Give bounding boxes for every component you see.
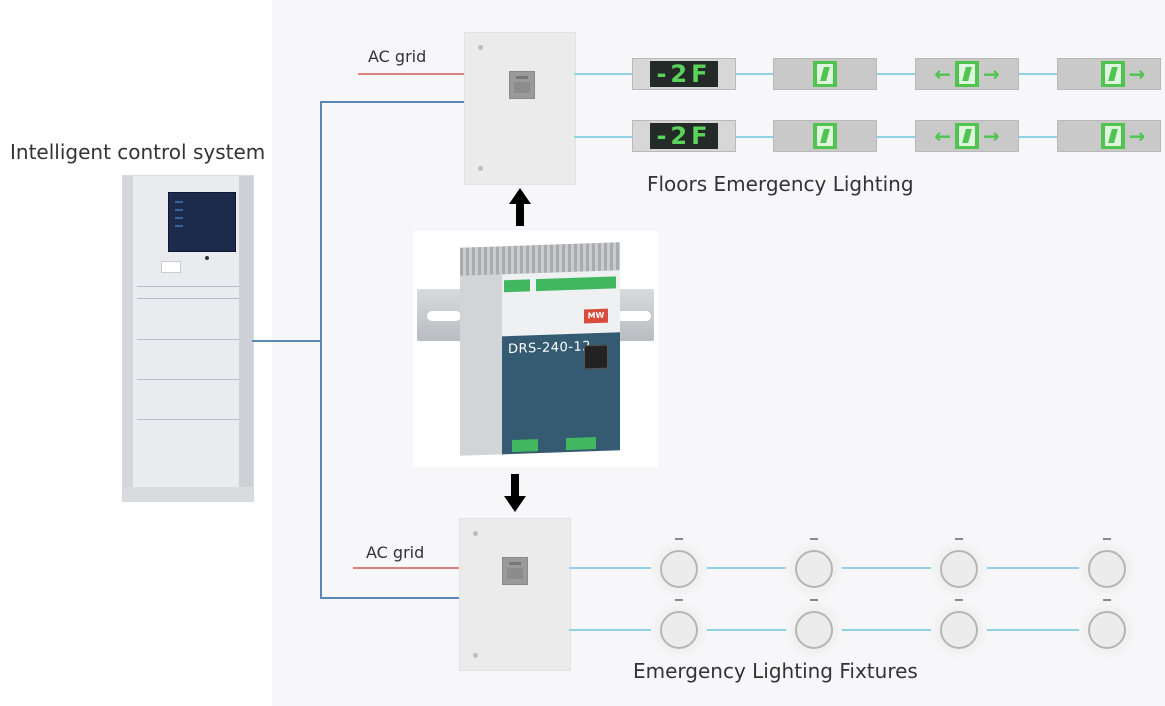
rj45-port (584, 344, 608, 370)
brand-badge: MW (584, 308, 608, 324)
power-supply-model: DRS-240-12 (508, 339, 592, 358)
diagram-background (272, 0, 1165, 706)
arrow-right-icon: → (1128, 62, 1146, 86)
output-line-bottom-1 (569, 567, 1109, 569)
exit-sign-bidirectional: ← → (915, 58, 1019, 90)
arrow-down-icon (504, 474, 526, 512)
emergency-lighting-fixtures-caption: Emergency Lighting Fixtures (633, 659, 918, 683)
arrow-right-icon: → (1128, 124, 1146, 148)
arrow-right-icon: → (983, 124, 1000, 148)
ac-grid-line-bottom (353, 567, 460, 569)
cabinet-screen (168, 192, 236, 252)
exit-sign-right: → (1057, 120, 1161, 152)
control-line-vertical (320, 101, 322, 599)
emergency-light-fixture (935, 538, 983, 593)
emergency-light-fixture (1083, 599, 1131, 654)
ac-grid-label-bottom: AC grid (366, 543, 425, 562)
control-line-horizontal (252, 340, 322, 342)
ac-grid-label-top: AC grid (368, 47, 427, 66)
floor-indicator-sign: -2F (632, 120, 736, 152)
floors-emergency-lighting-caption: Floors Emergency Lighting (647, 172, 914, 196)
arrow-right-icon: → (983, 62, 1000, 86)
exit-sign (773, 58, 877, 90)
floor-indicator-sign: -2F (632, 58, 736, 90)
distribution-box-top (464, 32, 576, 185)
exit-sign-bidirectional: ← → (915, 120, 1019, 152)
control-line-top (320, 101, 464, 103)
emergency-light-fixture (1083, 538, 1131, 593)
control-cabinet-icon (122, 175, 254, 502)
emergency-light-fixture (790, 538, 838, 593)
power-supply-icon: MW DRS-240-12 (460, 242, 620, 456)
emergency-light-fixture (790, 599, 838, 654)
arrow-up-icon (509, 188, 531, 226)
exit-sign-right: → (1057, 58, 1161, 90)
emergency-light-fixture (935, 599, 983, 654)
running-man-icon (955, 123, 979, 149)
arrow-left-icon: ← (934, 62, 951, 86)
emergency-light-fixture (655, 538, 703, 593)
arrow-left-icon: ← (934, 124, 951, 148)
running-man-icon (1100, 61, 1125, 87)
running-man-icon (1100, 123, 1125, 149)
power-supply-image: MW DRS-240-12 (413, 231, 658, 467)
ac-grid-line-top (358, 73, 464, 75)
control-line-bottom (320, 597, 460, 599)
running-man-icon (955, 61, 979, 87)
running-man-icon (813, 123, 837, 149)
distribution-box-bottom (459, 518, 571, 671)
exit-sign (773, 120, 877, 152)
emergency-light-fixture (655, 599, 703, 654)
control-system-label: Intelligent control system (10, 140, 266, 164)
output-line-bottom-2 (569, 629, 1109, 631)
running-man-icon (813, 61, 837, 87)
